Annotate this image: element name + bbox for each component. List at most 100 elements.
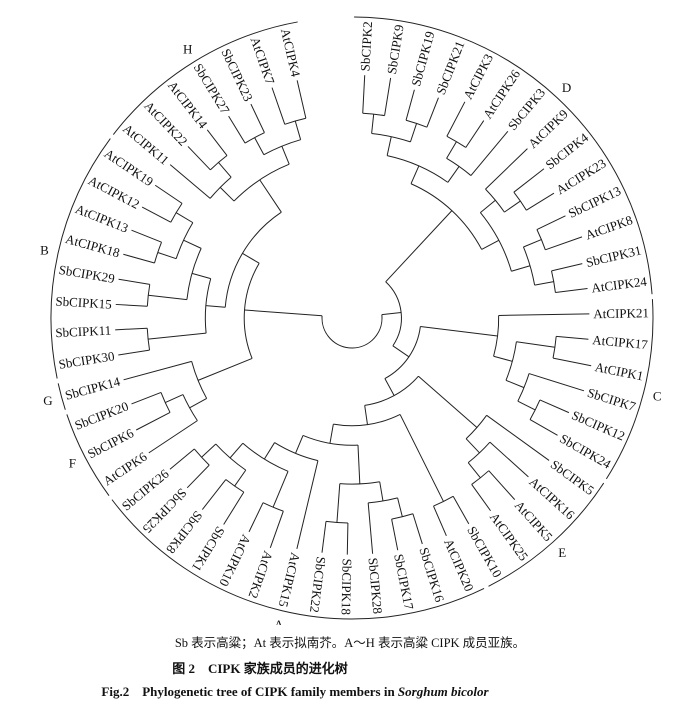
leaf-branch [250, 103, 265, 133]
internal-branch [480, 199, 496, 213]
group-label: C [653, 389, 662, 404]
group-arc [50, 138, 111, 379]
internal-branch [392, 345, 410, 358]
clade-arc [244, 132, 265, 144]
leaf-branch [186, 464, 210, 489]
internal-branch [244, 309, 323, 317]
clade-arc [284, 117, 306, 125]
leaf-label: AtCIPK21 [593, 305, 649, 321]
internal-branch [385, 210, 453, 283]
internal-branch [409, 123, 418, 143]
internal-branch [234, 469, 247, 487]
clade-arc [467, 441, 491, 464]
leaf-branch [141, 206, 171, 223]
leaf-branch [412, 513, 423, 545]
leaf-branch [551, 263, 583, 272]
figure-title-en: Fig.2 Phylogenetic tree of CIPK family m… [0, 681, 645, 700]
leaf-branch [488, 470, 516, 500]
leaf-branch [362, 75, 366, 114]
internal-branch [364, 405, 368, 425]
leaf-branch [526, 192, 555, 211]
internal-branch [263, 442, 276, 460]
internal-branch [329, 424, 334, 444]
internal-branch [465, 438, 480, 454]
leaf-branch [201, 479, 227, 510]
clade-arc [536, 229, 546, 250]
leaf-branch [123, 253, 155, 264]
clade-arc [225, 479, 245, 493]
internal-branch [242, 252, 260, 264]
group-arc [488, 482, 605, 587]
leaf-branch [123, 360, 192, 381]
internal-branch [165, 394, 184, 404]
internal-branch [157, 251, 177, 260]
leaf-branch [248, 502, 264, 533]
leaf-branch [131, 391, 162, 405]
leaf-branch [426, 97, 439, 128]
leaf-label: SbCIPK29 [58, 262, 116, 286]
internal-branch [218, 162, 232, 178]
leaf-label: AtCIPK8 [583, 212, 634, 242]
leaf-label: SbCIPK18 [339, 558, 355, 615]
clade-arc [522, 246, 536, 286]
internal-branch [381, 311, 402, 316]
leaf-label: SbCIPK22 [307, 556, 329, 614]
leaf-branch [446, 101, 466, 137]
leaf-label: AtCIPK4 [278, 27, 304, 79]
leaf-branch [296, 80, 307, 119]
leaf-label: SbCIPK9 [384, 24, 407, 76]
group-label: A [274, 617, 284, 625]
internal-branch [259, 179, 282, 213]
clade-arc [364, 375, 419, 406]
internal-branch [175, 212, 194, 224]
internal-branch [481, 239, 500, 250]
leaf-branch [154, 184, 183, 204]
internal-branch [517, 400, 536, 411]
leaf-branch [169, 164, 211, 199]
leaf-branch [528, 373, 585, 392]
internal-branch [191, 272, 211, 280]
leaf-label: SbCIPK16 [416, 546, 447, 605]
leaf-branch [536, 215, 566, 230]
leaf-branch [135, 411, 171, 431]
group-arc [57, 383, 66, 410]
clade-arc [215, 443, 247, 471]
group-label: H [183, 42, 192, 57]
figure-title-cn: 图 2 CIPK 家族成员的进化树 [172, 661, 348, 676]
internal-branch [189, 398, 207, 409]
internal-branch [386, 136, 392, 156]
leaf-branch [269, 510, 284, 548]
internal-branch [493, 355, 513, 362]
internal-branch [197, 358, 253, 381]
leaf-branch [485, 148, 528, 190]
clade-arc [170, 203, 183, 223]
group-label: D [562, 80, 571, 95]
leaf-branch [498, 313, 590, 316]
internal-branch [148, 294, 187, 301]
leaf-label: SbCIPK17 [391, 553, 417, 612]
leaf-branch [206, 129, 228, 156]
group-arc [66, 414, 110, 496]
internal-branch [505, 379, 525, 389]
leaf-branch [405, 89, 415, 121]
leaf-label: AtCIPK18 [64, 231, 122, 260]
leaf-branch [545, 236, 583, 251]
leaf-branch [470, 131, 509, 176]
leaf-branch [539, 399, 570, 414]
group-arc [605, 299, 654, 480]
clade-arc [154, 241, 163, 264]
internal-branch [294, 120, 302, 140]
leaf-label: SbCIPK11 [55, 323, 112, 341]
group-arc [354, 16, 653, 295]
clade-arc [371, 132, 411, 143]
leaf-branch [223, 491, 245, 525]
leaf-branch [131, 229, 162, 243]
clade-arc [262, 502, 284, 512]
leaf-label: SbCIPK30 [57, 348, 115, 372]
leaf-branch [471, 484, 491, 512]
leaf-label: SbCIPK21 [433, 39, 468, 97]
internal-branch [384, 378, 395, 396]
leaf-branch [465, 120, 485, 148]
internal-branch [205, 305, 226, 308]
